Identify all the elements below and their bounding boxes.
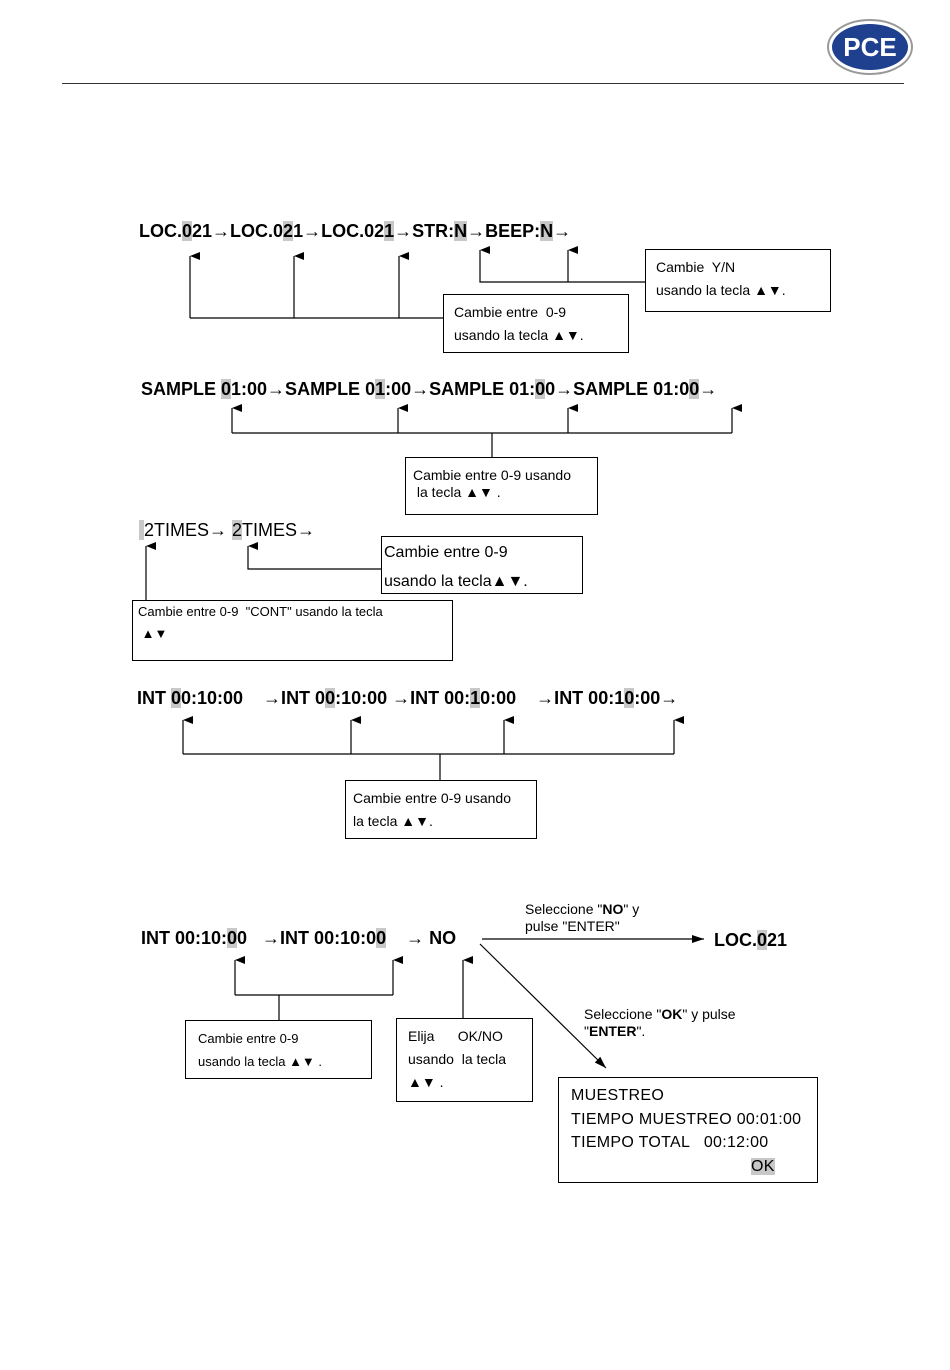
seq-text: → NO <box>386 928 457 948</box>
selected-digit: 0 <box>689 379 700 399</box>
pce-logo: PCE <box>826 18 914 76</box>
row3-sequence: 2TIMES→ 2TIMES→ <box>139 519 315 541</box>
seq-text: TIMES→ <box>242 520 316 540</box>
seq-text: 2TIMES→ <box>144 520 233 540</box>
selected-digit: 0 <box>757 930 768 950</box>
lcd-line-total-time: TIEMPO TOTAL 00:12:00 <box>571 1134 769 1151</box>
seq-text: SAMPLE <box>141 379 222 399</box>
selected-value: N <box>540 221 554 241</box>
note-text: " y <box>623 901 640 917</box>
loc-result: LOC.021 <box>714 929 787 951</box>
note-keyword: NO <box>602 901 624 917</box>
note-text: pulse "ENTER" <box>525 918 620 934</box>
note-select-ok: Seleccione "OK" y pulse "ENTER". <box>584 1006 736 1040</box>
seq-text: 0 →INT 00:10:0 <box>237 928 377 948</box>
seq-text: LOC. <box>139 221 182 241</box>
seq-text: 0:10:00 →INT 0 <box>181 688 326 708</box>
seq-text: → <box>699 379 718 399</box>
selected-digit: 0 <box>325 688 336 708</box>
row5-oknow-callout: Elija OK/NO usando la tecla ▲▼ . <box>396 1018 533 1102</box>
logo-text: PCE <box>843 32 896 62</box>
row1-sequence: LOC.021→LOC.021→LOC.021→STR:N→BEEP:N→ <box>139 220 571 242</box>
selected-digit: 0 <box>624 688 635 708</box>
row5-digit-callout: Cambie entre 0-9 usando la tecla ▲▼ . <box>185 1020 372 1079</box>
selected-digit: 2 <box>232 520 243 540</box>
seq-text: :00→ <box>634 688 679 708</box>
selected-digit: 0 <box>182 221 193 241</box>
selected-digit: 0 <box>535 379 546 399</box>
header-rule <box>62 83 904 84</box>
row5-sequence: INT 00:10:00 →INT 00:10:00 → NO <box>141 927 456 949</box>
selected-value: N <box>454 221 468 241</box>
lcd-line-sample-time: TIEMPO MUESTREO 00:01:00 <box>571 1110 802 1128</box>
lcd-ok-option: OK <box>751 1157 775 1175</box>
selected-digit: 0 <box>221 379 232 399</box>
row2-sequence: SAMPLE 01:00→SAMPLE 01:00→SAMPLE 01:00→S… <box>141 378 717 400</box>
seq-text: → <box>553 221 572 241</box>
selected-digit: 0 <box>376 928 387 948</box>
note-text: ". <box>636 1023 646 1039</box>
row4-sequence: INT 00:10:00 →INT 00:10:00 →INT 00:10:00… <box>137 687 678 709</box>
seq-text: 21→LOC.0 <box>192 221 284 241</box>
seq-text: 21 <box>767 930 788 950</box>
note-keyword: ENTER <box>588 1023 637 1039</box>
row1-digit-callout: Cambie entre 0-9 usando la tecla ▲▼. <box>443 294 629 353</box>
row2-callout: Cambie entre 0-9 usando la tecla ▲▼ . <box>405 457 598 515</box>
row4-callout: Cambie entre 0-9 usando la tecla ▲▼. <box>345 780 537 839</box>
selected-digit: 0 <box>171 688 182 708</box>
seq-text: LOC. <box>714 930 757 950</box>
seq-text: :00→SAMPLE 01: <box>385 379 536 399</box>
note-keyword: OK <box>661 1006 683 1022</box>
selected-digit: 1 <box>470 688 481 708</box>
seq-text: 1→LOC.02 <box>293 221 385 241</box>
note-text: Seleccione " <box>525 901 603 917</box>
seq-text: 0:00 →INT 00:1 <box>480 688 625 708</box>
selected-digit: 2 <box>283 221 294 241</box>
seq-text: :10:00 →INT 00: <box>335 688 471 708</box>
note-text: Seleccione " <box>584 1006 662 1022</box>
seq-text: INT <box>137 688 171 708</box>
seq-text: →BEEP: <box>467 221 541 241</box>
row1-yn-callout: Cambie Y/N usando la tecla ▲▼. <box>645 249 831 312</box>
seq-text: 0→SAMPLE 01:0 <box>545 379 690 399</box>
note-text: " <box>584 1023 589 1039</box>
selected-digit: 1 <box>384 221 395 241</box>
selected-digit <box>139 520 145 540</box>
seq-text: INT 00:10: <box>141 928 228 948</box>
seq-text: 1:00→SAMPLE 0 <box>231 379 376 399</box>
note-text: " y pulse <box>682 1006 736 1022</box>
seq-text: →STR: <box>394 221 455 241</box>
row3-digit-callout: Cambie entre 0-9 usando la tecla▲▼. <box>381 536 583 594</box>
row3-cont-callout: Cambie entre 0-9 "CONT" usando la tecla … <box>132 600 453 661</box>
selected-digit: 0 <box>227 928 238 948</box>
lcd-line-title: MUESTREO <box>571 1087 665 1104</box>
selected-digit: 1 <box>375 379 386 399</box>
